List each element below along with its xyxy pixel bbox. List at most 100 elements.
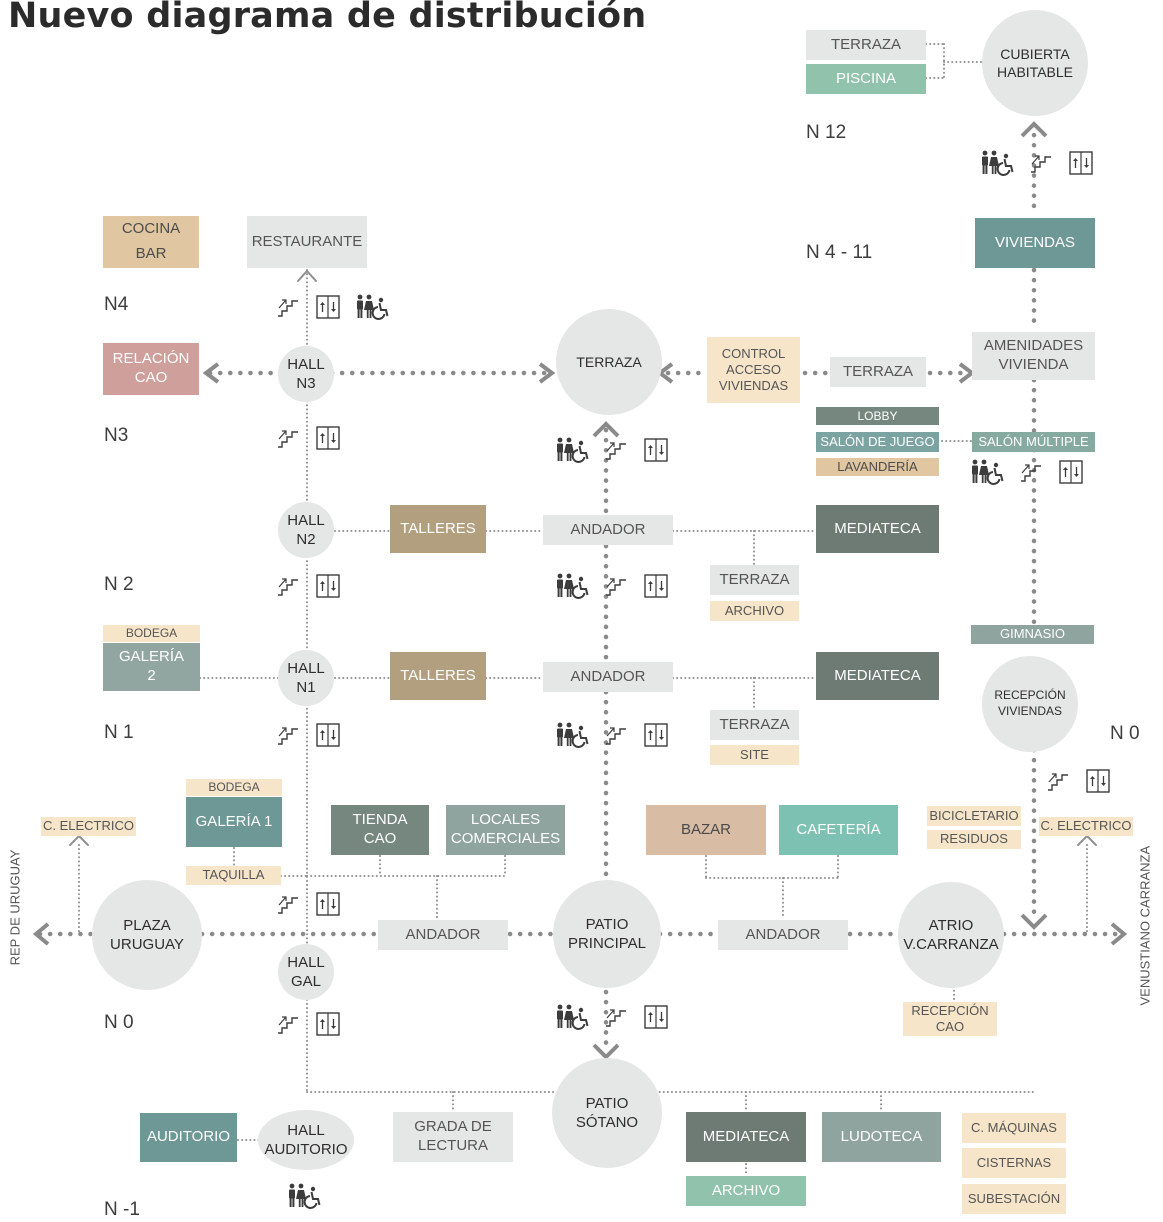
- stairs-icon: [278, 896, 298, 914]
- box-archivo-sotano: ARCHIVO: [686, 1176, 806, 1206]
- restroom-icon: [557, 722, 589, 748]
- level-label-n12: N 12: [806, 122, 847, 143]
- box-bodega-n0: BODEGA: [186, 779, 282, 796]
- restroom-icon: [982, 150, 1014, 176]
- level-label-n1: N 1: [104, 722, 134, 743]
- box-gimnasio: GIMNASIO: [971, 625, 1094, 644]
- box-mediateca-n2: MEDIATECA: [816, 505, 939, 553]
- elevator-icon: [644, 1005, 668, 1029]
- elevator-icon: [1086, 769, 1110, 793]
- box-salon-multiple: SALÓN MÚLTIPLE: [972, 432, 1095, 452]
- stairs-icon: [606, 442, 626, 460]
- box-andador-n1: ANDADOR: [543, 662, 673, 692]
- box-salon-juego: SALÓN DE JUEGO: [816, 432, 939, 452]
- box-bazar: BAZAR: [646, 805, 766, 855]
- box-bicicletario: BICICLETARIO: [927, 806, 1021, 826]
- box-mediateca-n1: MEDIATECA: [816, 652, 939, 700]
- stairs-icon: [606, 727, 626, 745]
- box-andador-n0-right: ANDADOR: [718, 920, 848, 950]
- icon-group-n0-plaza: [275, 891, 341, 917]
- box-terraza-n3: TERRAZA: [830, 357, 926, 387]
- stairs-icon: [278, 299, 298, 317]
- level-label-n3: N3: [104, 425, 129, 446]
- icon-group-n3-hall: [275, 425, 341, 451]
- box-cocina-bar: COCINA BAR: [103, 216, 199, 268]
- box-bodega-n1: BODEGA: [103, 625, 200, 642]
- street-label-left: REP DE URUGUAY: [7, 849, 23, 966]
- restroom-icon: [557, 437, 589, 463]
- restroom-icon: [557, 1004, 589, 1030]
- box-lobby: LOBBY: [816, 407, 939, 425]
- box-restaurante: RESTAURANTE: [247, 216, 367, 268]
- stairs-icon: [278, 1016, 298, 1034]
- elevator-icon: [316, 574, 340, 598]
- box-site: SITE: [710, 745, 799, 765]
- elevator-icon: [316, 295, 340, 319]
- node-terraza-n3: TERRAZA: [556, 309, 662, 415]
- box-taquilla: TAQUILLA: [186, 866, 281, 885]
- stairs-icon: [1048, 773, 1068, 791]
- restroom-icon: [972, 459, 1004, 485]
- level-label-n0-right: N 0: [1110, 723, 1140, 744]
- level-label-n4: N4: [104, 294, 129, 315]
- box-piscina: PISCINA: [806, 64, 926, 94]
- box-residuos: RESIDUOS: [927, 830, 1021, 849]
- diagram-title: Nuevo diagrama de distribución: [8, 0, 647, 36]
- box-galeria-1: GALERÍA 1: [186, 797, 282, 847]
- elevator-icon: [316, 723, 340, 747]
- stairs-icon: [278, 578, 298, 596]
- box-talleres-n1: TALLERES: [390, 652, 486, 700]
- icon-group-n12: [980, 150, 1094, 176]
- box-mediateca-sotano: MEDIATECA: [686, 1112, 806, 1162]
- elevator-icon: [316, 892, 340, 916]
- level-label-n2: N 2: [104, 574, 134, 595]
- stairs-icon: [606, 578, 626, 596]
- street-label-right: VENUSTIANO CARRANZA: [1137, 845, 1153, 1006]
- stairs-icon: [278, 430, 298, 448]
- elevator-icon: [1059, 460, 1083, 484]
- box-terraza-n2: TERRAZA: [710, 565, 799, 595]
- restroom-icon: [289, 1183, 321, 1209]
- icon-group-n3-vivienda: [970, 459, 1084, 485]
- box-subestacion: SUBESTACIÓN: [962, 1184, 1066, 1214]
- icon-group-n1-hall: [275, 722, 341, 748]
- icon-group-n2-core: [555, 573, 669, 599]
- restroom-icon: [557, 573, 589, 599]
- elevator-icon: [316, 1012, 340, 1036]
- box-lavanderia: LAVANDERÍA: [816, 458, 939, 476]
- box-terraza-top: TERRAZA: [806, 30, 926, 60]
- icon-group-auditorio: [287, 1183, 321, 1209]
- icon-group-n3-terraza: [555, 437, 669, 463]
- stairs-icon: [1031, 155, 1051, 173]
- icon-group-n1-core: [555, 722, 669, 748]
- box-viviendas: VIVIENDAS: [975, 218, 1095, 268]
- elevator-icon: [316, 426, 340, 450]
- icon-group-n0-hall-gal: [275, 1011, 341, 1037]
- stairs-icon: [278, 727, 298, 745]
- elevator-icon: [1069, 151, 1093, 175]
- icon-group-n2-hall: [275, 573, 341, 599]
- elevator-icon: [644, 723, 668, 747]
- elevator-icon: [644, 574, 668, 598]
- icon-group-n0-patio: [555, 1004, 669, 1030]
- level-label-n0-left: N 0: [104, 1012, 134, 1033]
- stairs-icon: [1021, 464, 1041, 482]
- box-c-maquinas: C. MÁQUINAS: [962, 1113, 1066, 1143]
